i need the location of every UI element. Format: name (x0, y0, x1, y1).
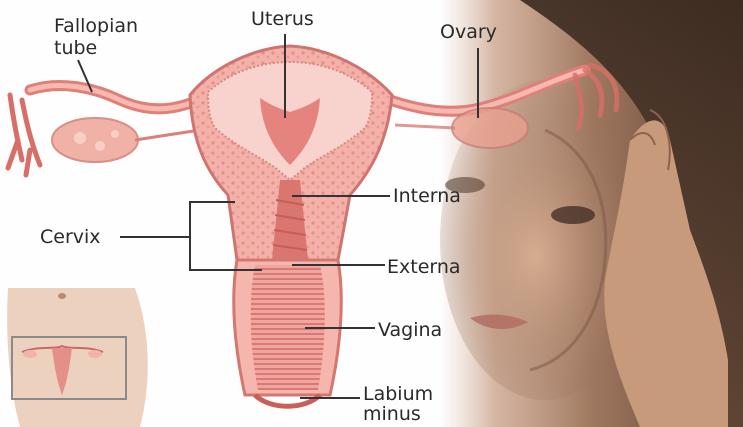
label-uterus: Uterus (251, 8, 314, 30)
label-cervix: Cervix (40, 226, 101, 248)
label-internal-os: Interna (393, 185, 477, 207)
label-ovary: Ovary (440, 21, 497, 43)
pelvis-inset (7, 288, 148, 427)
vagina (234, 260, 342, 406)
label-vagina: Vagina (378, 319, 442, 341)
label-external-os: Externa (387, 256, 480, 278)
label-labium-minus: Labium minus (363, 384, 473, 424)
label-fallopian-tube: Fallopian tube (54, 15, 174, 59)
uterus (190, 46, 392, 260)
